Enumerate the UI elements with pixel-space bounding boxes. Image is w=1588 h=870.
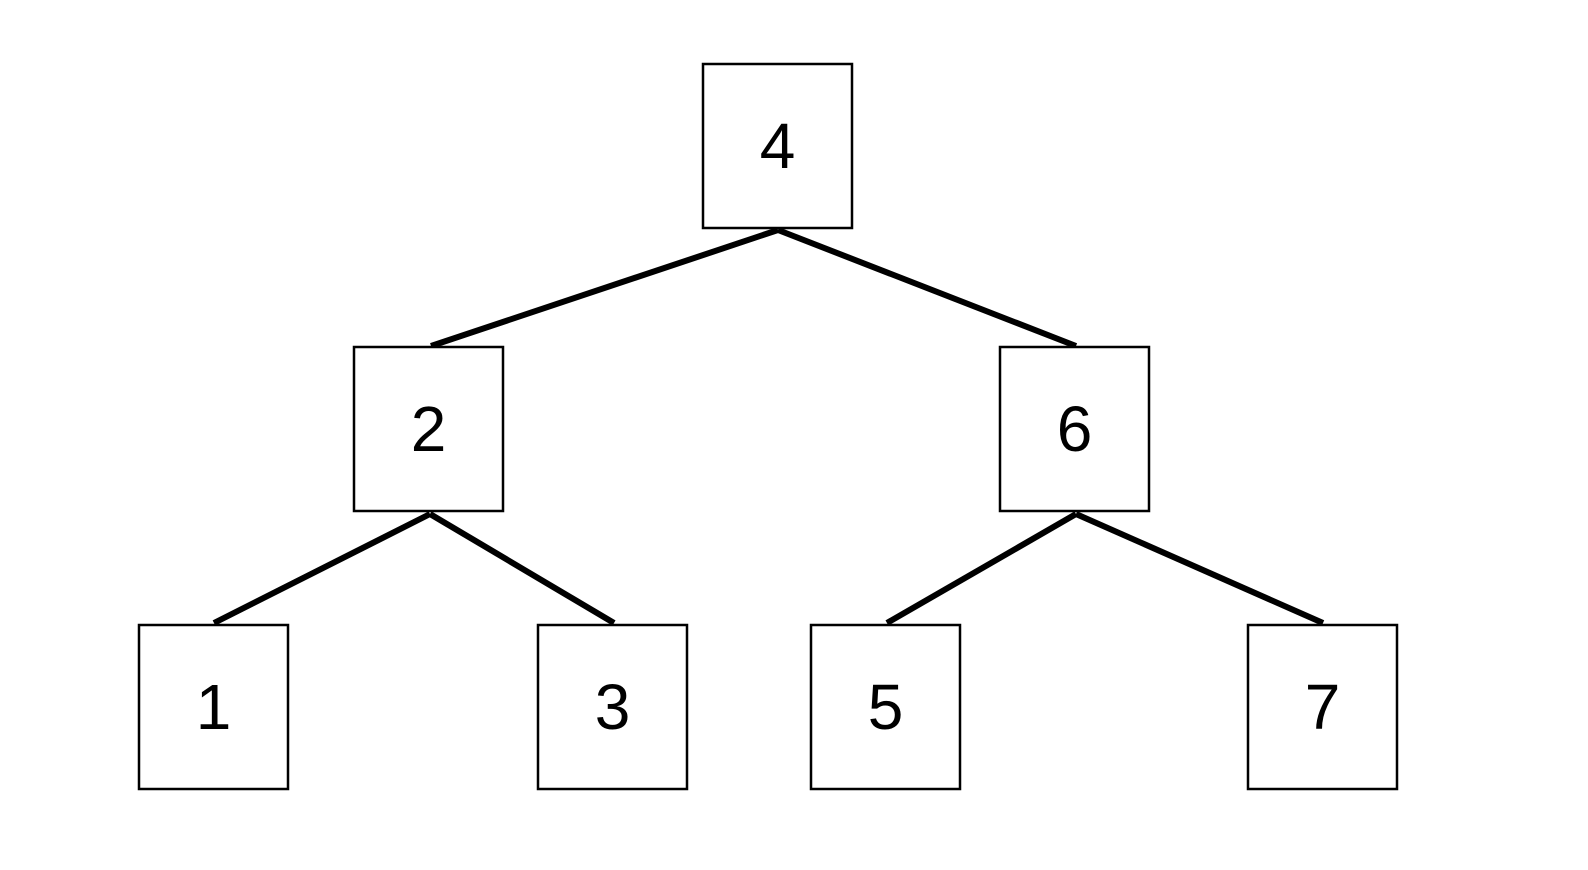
- node-label: 2: [411, 393, 447, 465]
- edge-4-6: [776, 227, 1078, 349]
- node-box: [536, 623, 689, 791]
- edge-6-7: [1074, 511, 1325, 626]
- node-label: 6: [1057, 393, 1093, 465]
- node-label: 5: [868, 671, 904, 743]
- node-box: [809, 623, 962, 791]
- edge-2-1: [212, 511, 432, 626]
- edge-6-5: [885, 511, 1078, 626]
- edges: [212, 227, 1325, 626]
- node-label: 1: [196, 671, 232, 743]
- edge-4-2: [430, 227, 779, 349]
- node-label: 4: [760, 110, 796, 182]
- node-label: 7: [1305, 671, 1341, 743]
- node-label: 3: [595, 671, 631, 743]
- node-box: [998, 345, 1151, 513]
- edge-2-3: [428, 511, 616, 626]
- node-box: [701, 62, 854, 230]
- tree-node-1: 1: [137, 623, 290, 791]
- node-box: [1246, 623, 1399, 791]
- tree-node-5: 5: [809, 623, 962, 791]
- tree-node-6: 6: [998, 345, 1151, 513]
- node-box: [352, 345, 505, 513]
- node-box: [137, 623, 290, 791]
- tree-node-7: 7: [1246, 623, 1399, 791]
- tree-node-3: 3: [536, 623, 689, 791]
- tree-node-4: 4: [701, 62, 854, 230]
- tree-node-2: 2: [352, 345, 505, 513]
